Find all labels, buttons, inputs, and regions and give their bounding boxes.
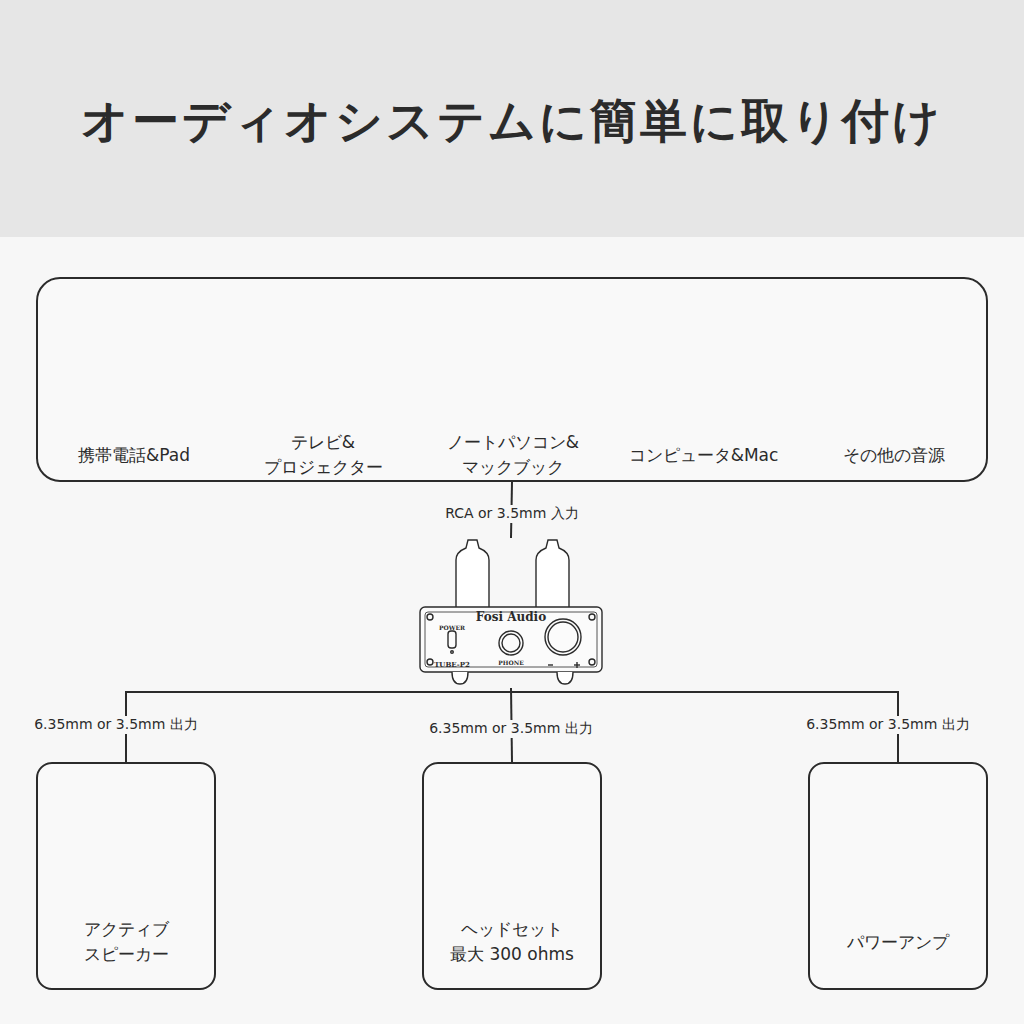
node-label: その他の音源 bbox=[843, 443, 945, 468]
switch-label: POWER bbox=[439, 625, 465, 631]
text-stack: コンピュータ&Mac bbox=[612, 427, 795, 483]
node-label: コンピュータ&Mac bbox=[629, 443, 779, 468]
node-label: 携帯電話&Pad bbox=[78, 443, 190, 468]
node-label: パワーアンプ bbox=[847, 930, 949, 955]
source-cell: コンピュータ&Mac bbox=[608, 281, 799, 482]
jack-label: PHONE bbox=[498, 660, 523, 666]
text-stack: 携帯電話&Pad bbox=[44, 427, 224, 483]
output-box: パワーアンプ bbox=[808, 762, 988, 990]
connector-label: 6.35mm or 3.5mm 出力 bbox=[425, 720, 597, 738]
source-panel: 携帯電話&Pad テレビ& プロジェクターノートパソコン& マックブック コンピュー… bbox=[36, 277, 988, 482]
source-cell: テレビ& プロジェクター bbox=[228, 281, 418, 482]
text-stack: ノートパソコン& マックブック bbox=[422, 427, 604, 483]
source-cell: ノートパソコン& マックブック bbox=[418, 281, 608, 482]
text-stack: その他の音源 bbox=[803, 427, 984, 483]
tube-amp-unit: Fosi AudioPOWER TUBE-P2 PHONE bbox=[418, 538, 604, 688]
node-label: ヘッドセット bbox=[461, 917, 563, 942]
brand-label: Fosi Audio bbox=[476, 611, 546, 623]
connector-label: RCA or 3.5mm 入力 bbox=[441, 505, 583, 523]
node-label: 最大 300 ohms bbox=[450, 942, 574, 967]
connector-label: 6.35mm or 3.5mm 出力 bbox=[30, 716, 202, 734]
source-cell: 携帯電話&Pad bbox=[40, 281, 228, 482]
output-box: アクティブ スピーカー bbox=[36, 762, 216, 990]
source-cell: その他の音源 bbox=[799, 281, 988, 482]
text-stack: テレビ& プロジェクター bbox=[232, 427, 414, 483]
output-box: ヘッドセット最大 300 ohms bbox=[422, 762, 602, 990]
text-stack: ヘッドセット最大 300 ohms bbox=[428, 907, 596, 977]
tube-amplifier bbox=[420, 540, 602, 684]
page-title: オーディオシステムに簡単に取り付け bbox=[0, 90, 1024, 153]
node-label: アクティブ スピーカー bbox=[46, 917, 206, 966]
text-stack: アクティブ スピーカー bbox=[42, 907, 210, 977]
node-label: ノートパソコン& マックブック bbox=[433, 430, 593, 479]
connector-label: 6.35mm or 3.5mm 出力 bbox=[802, 716, 974, 734]
text-stack: パワーアンプ bbox=[814, 907, 982, 977]
model-label: TUBE-P2 bbox=[434, 661, 470, 668]
node-label: テレビ& プロジェクター bbox=[243, 430, 403, 479]
